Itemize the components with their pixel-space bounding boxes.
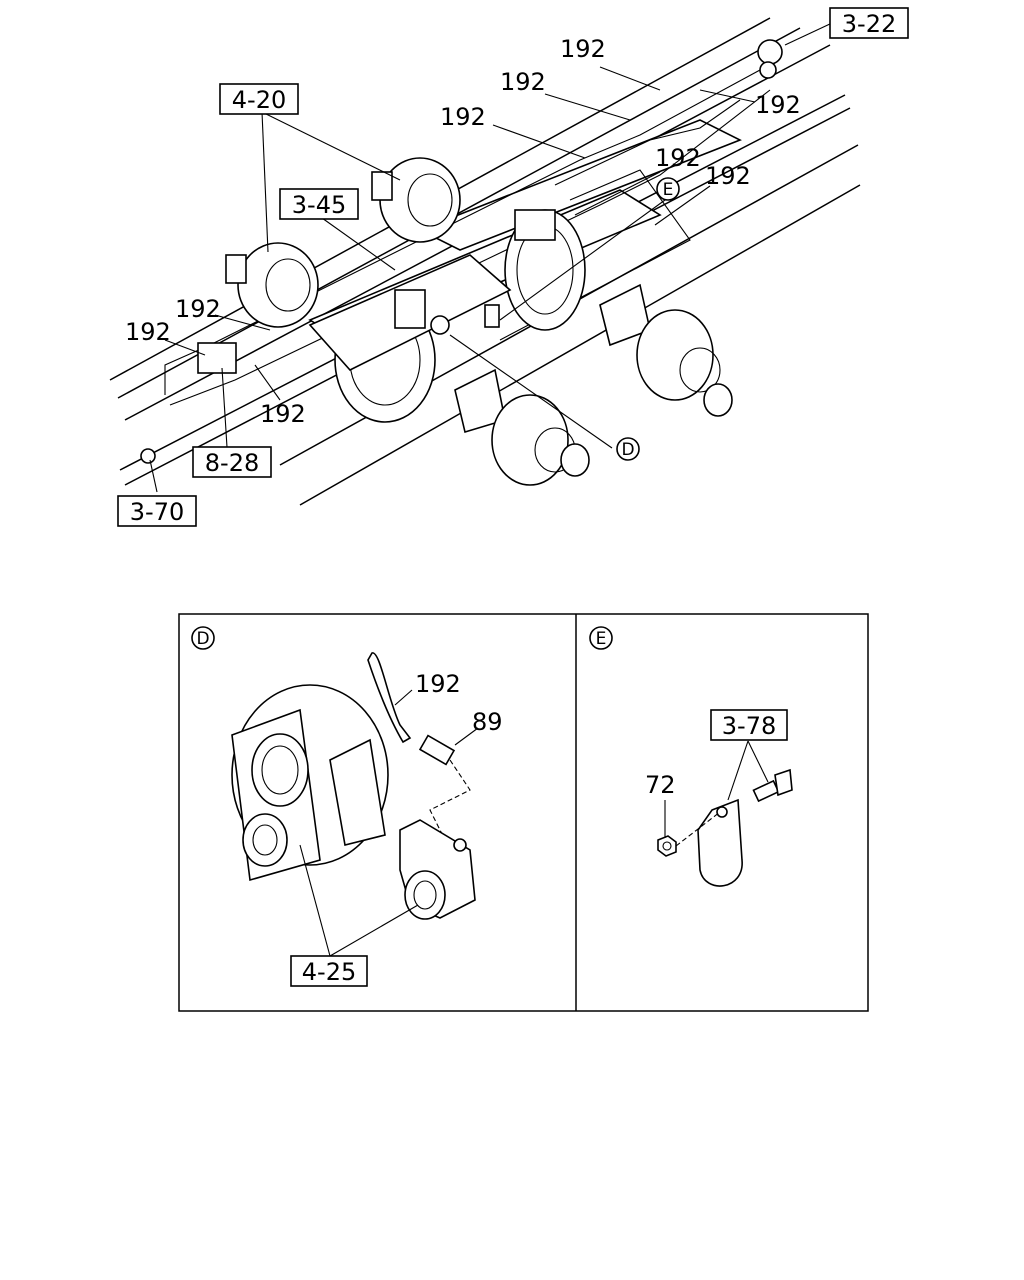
ref-3-78: 3-78	[710, 709, 788, 741]
hub-right-lower	[454, 368, 590, 486]
ref-3-70-text: 3-70	[130, 498, 184, 526]
ref-3-45: 3-45	[279, 188, 359, 220]
part-192-label: 192	[415, 670, 461, 698]
pipe-192-label: 192	[500, 68, 546, 96]
ref-3-45-text: 3-45	[292, 191, 346, 219]
ref-4-20: 4-20	[219, 83, 299, 115]
clip	[697, 798, 743, 887]
leader-lines	[149, 22, 833, 493]
hub-lower	[225, 242, 319, 328]
ref-3-22-text: 3-22	[842, 10, 896, 38]
pipe-192-label: 192	[260, 400, 306, 428]
part-89-label: 89	[472, 708, 503, 736]
part-72-label: 72	[645, 771, 676, 799]
hub-upper	[371, 157, 461, 243]
hub-right-upper	[599, 283, 733, 417]
svg-text:E: E	[663, 180, 674, 200]
differential-housing	[231, 684, 389, 882]
pipe-192-label: 192	[655, 144, 701, 172]
detail-d-title: D	[196, 629, 209, 649]
nut-72	[657, 835, 677, 857]
bolt	[752, 768, 793, 803]
callout-d: D	[616, 437, 640, 461]
lock-actuator	[399, 819, 476, 920]
ref-4-25: 4-25	[290, 955, 368, 987]
pipe-192-label: 192	[175, 295, 221, 323]
ref-4-25-text: 4-25	[302, 958, 356, 986]
ref-3-78-text: 3-78	[722, 712, 776, 740]
ref-8-28: 8-28	[192, 446, 272, 478]
pipe-192-label: 192	[125, 318, 171, 346]
ref-8-28-text: 8-28	[205, 449, 259, 477]
detail-e: E 3-78 72	[589, 626, 793, 887]
detail-panels	[178, 613, 869, 1012]
pipe-192-label: 192	[755, 91, 801, 119]
callout-e: E	[656, 177, 680, 201]
pipe-192-label: 192	[440, 103, 486, 131]
ref-4-20-text: 4-20	[232, 86, 286, 114]
ref-3-70: 3-70	[117, 495, 197, 527]
ref-3-22: 3-22	[829, 7, 909, 39]
pipe-192-label: 192	[705, 162, 751, 190]
svg-text:D: D	[621, 440, 634, 460]
axle-assembly-drawing	[109, 17, 861, 506]
fitting-89	[418, 734, 456, 766]
detail-d: D 4-25	[191, 626, 503, 987]
detail-e-title: E	[596, 629, 607, 649]
pipe-192-label: 192	[560, 35, 606, 63]
